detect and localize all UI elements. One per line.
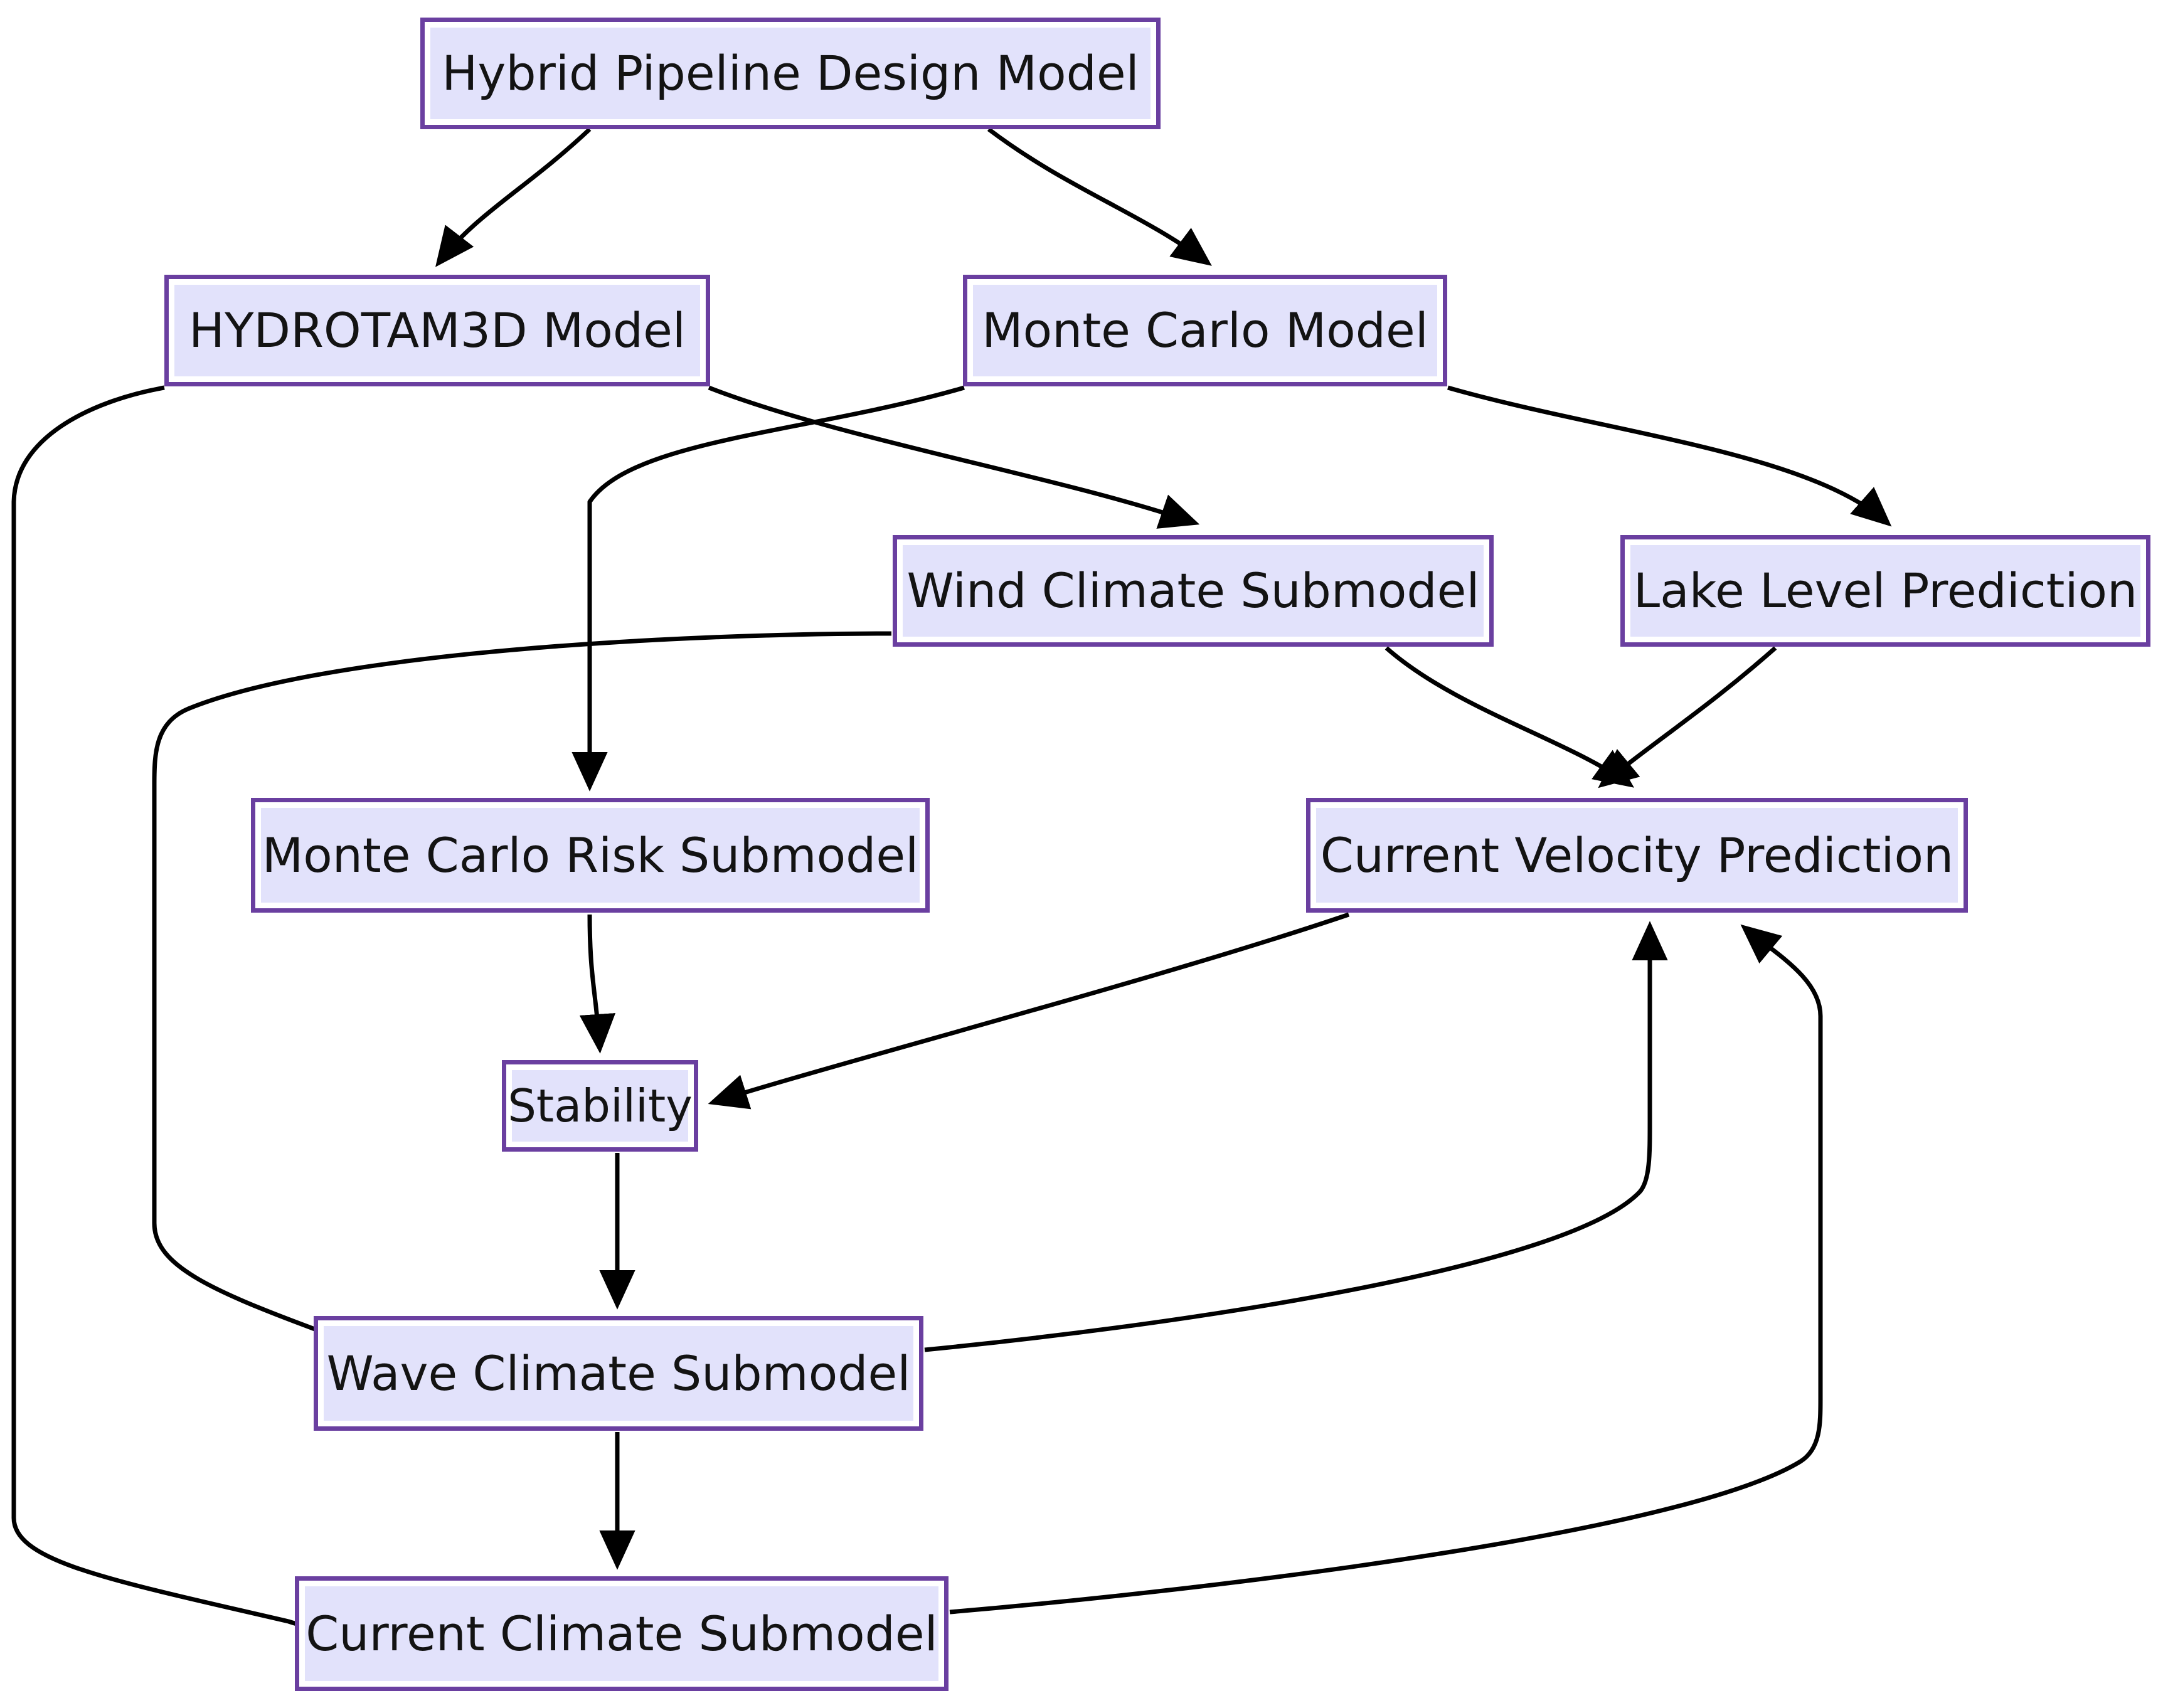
edge-hybrid-to-montecarlo — [987, 127, 1212, 266]
node-stability[interactable]: Stability — [502, 1060, 698, 1152]
node-label: Current Climate Submodel — [306, 1605, 938, 1662]
edge-hybrid-to-hydrotam — [435, 127, 592, 267]
edge-mcrisk-to-stability — [579, 914, 616, 1054]
edge-montecarlo-to-mcrisk — [571, 385, 965, 792]
node-inner-fill: Lake Level Prediction — [1630, 545, 2140, 637]
node-inner-fill: Hybrid Pipeline Design Model — [430, 28, 1151, 119]
node-wind-climate-submodel[interactable]: Wind Climate Submodel — [893, 535, 1494, 647]
edge-hydrotam-to-windclimate — [708, 385, 1200, 529]
node-inner-fill: Current Climate Submodel — [305, 1586, 938, 1681]
edge-windclimate-to-currentvelocity — [1384, 646, 1634, 788]
node-inner-fill: Stability — [508, 1070, 693, 1142]
node-inner-fill: Monte Carlo Risk Submodel — [261, 808, 920, 903]
node-label: HYDROTAM3D Model — [188, 302, 686, 358]
node-label: Wind Climate Submodel — [906, 563, 1480, 618]
node-lake-level-prediction[interactable]: Lake Level Prediction — [1620, 535, 2150, 647]
node-label: Lake Level Prediction — [1633, 563, 2138, 618]
node-label: Current Velocity Prediction — [1320, 827, 1954, 883]
node-inner-fill: Wind Climate Submodel — [903, 545, 1484, 637]
node-hybrid-pipeline-design-model[interactable]: Hybrid Pipeline Design Model — [420, 18, 1161, 129]
node-wave-climate-submodel[interactable]: Wave Climate Submodel — [314, 1316, 923, 1431]
node-label: Monte Carlo Model — [982, 302, 1428, 358]
node-inner-fill: HYDROTAM3D Model — [174, 285, 700, 376]
edge-currentclimate-to-currentvelocity — [949, 924, 1823, 1615]
node-label: Stability — [508, 1079, 693, 1132]
node-monte-carlo-model[interactable]: Monte Carlo Model — [963, 275, 1447, 386]
node-current-velocity-prediction[interactable]: Current Velocity Prediction — [1306, 798, 1968, 913]
node-label: Monte Carlo Risk Submodel — [262, 827, 919, 883]
edge-windclimate-to-waveclimate — [152, 631, 892, 1362]
node-monte-carlo-risk-submodel[interactable]: Monte Carlo Risk Submodel — [251, 798, 930, 913]
node-inner-fill: Wave Climate Submodel — [324, 1326, 913, 1421]
node-current-climate-submodel[interactable]: Current Climate Submodel — [295, 1576, 949, 1691]
node-inner-fill: Monte Carlo Model — [973, 285, 1437, 376]
edge-lakelevel-to-currentvelocity — [1598, 646, 1777, 788]
edge-montecarlo-to-lakelevel — [1447, 385, 1892, 527]
node-label: Wave Climate Submodel — [326, 1345, 911, 1401]
edge-waveclimate-to-currentvelocity — [924, 921, 1668, 1352]
node-label: Hybrid Pipeline Design Model — [442, 45, 1139, 101]
node-inner-fill: Current Velocity Prediction — [1316, 808, 1958, 903]
edge-hydrotam-to-currentclimate — [11, 385, 345, 1642]
edge-currentvelocity-to-stability — [708, 912, 1350, 1110]
node-hydrotam3d-model[interactable]: HYDROTAM3D Model — [164, 275, 710, 386]
